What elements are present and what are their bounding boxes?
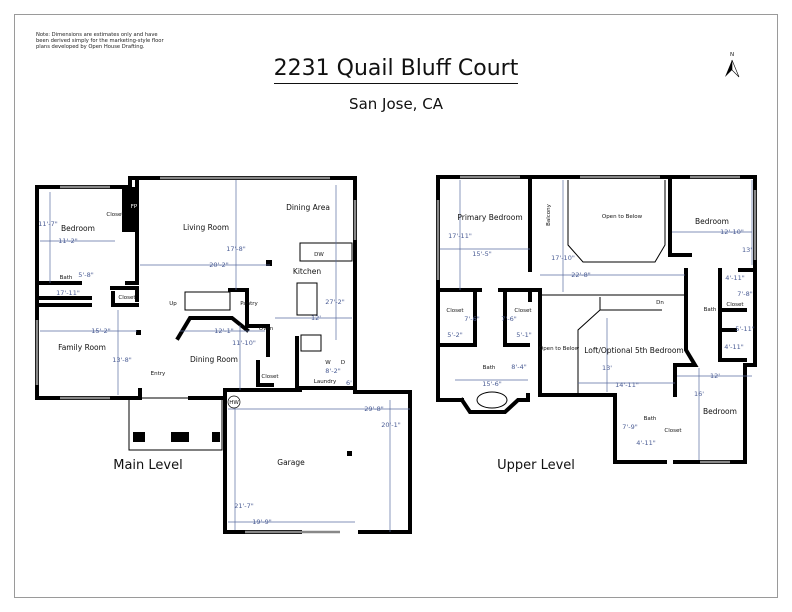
room-label: Dining Area: [286, 203, 330, 212]
dimension-label: 16': [694, 390, 704, 398]
dimension-label: 12': [710, 372, 720, 380]
dimension-label: 17'-11": [56, 289, 80, 297]
main-dimension-lines: [40, 180, 410, 532]
dimension-label: 15'-2": [91, 327, 111, 335]
compass-label: N: [730, 52, 734, 58]
dimension-label: 5'-11": [735, 325, 755, 333]
room-label: Bedroom: [695, 217, 729, 226]
room-label: Closet: [514, 308, 532, 314]
page-frame: [14, 14, 778, 598]
dimension-label: 15'-6": [482, 380, 502, 388]
property-title: 2231 Quail Bluff Court: [0, 56, 792, 84]
room-label: Closet: [106, 212, 124, 218]
stairs-up-label: Up: [169, 301, 177, 307]
dimension-label: 12'-10": [720, 228, 744, 236]
room-label: Bedroom: [703, 407, 737, 416]
oven-label: Oven: [259, 326, 274, 332]
dimension-label: 12': [311, 314, 321, 322]
property-address: 2231 Quail Bluff Court: [273, 56, 519, 84]
main-level-plan: Bedroom Closet FP Living Room Dining Are…: [35, 176, 412, 534]
room-label: Open to Below: [539, 346, 580, 352]
dimension-label: 4'-11": [724, 343, 744, 351]
dimension-label: 8'-2": [325, 367, 340, 375]
dimension-label: 15'-5": [472, 250, 492, 258]
dimension-label: 22'-8": [571, 271, 591, 279]
dimension-label: 13'-8": [112, 356, 132, 364]
stairs-down-label: Dn: [656, 300, 664, 306]
dimension-label: 19'-9": [252, 518, 272, 526]
dryer-label: D: [341, 360, 345, 366]
dimension-label: 11'-2": [58, 237, 78, 245]
dimension-label: 27'-2": [325, 298, 345, 306]
washer-label: W: [325, 360, 331, 366]
dimension-label: 7'-8": [737, 290, 752, 298]
water-heater-icon: HW: [227, 395, 241, 409]
room-label: Kitchen: [293, 267, 321, 276]
room-label: Garage: [277, 458, 305, 467]
dimension-label: 7'-6": [464, 315, 479, 323]
room-label: Dining Room: [190, 355, 238, 364]
upper-dimension-lines: [440, 180, 753, 460]
dimension-label: 7'-6": [501, 315, 516, 323]
dimension-label: 17'-8": [226, 245, 246, 253]
room-label: Loft/Optional 5th Bedroom: [584, 346, 683, 355]
dimension-label: 4'-11": [725, 274, 745, 282]
upper-level-plan: Primary Bedroom Balcony Open to Below Be…: [436, 175, 757, 473]
dimension-label: 5'-2": [447, 331, 462, 339]
dimension-label: 13': [602, 364, 612, 372]
dimension-label: 17'-10": [551, 254, 575, 262]
disclaimer-note: Note: Dimensions are estimates only and …: [36, 32, 164, 50]
water-heater-label: HW: [229, 400, 239, 406]
room-label: Laundry: [314, 379, 337, 385]
dimension-label: 13': [742, 246, 752, 254]
fireplace-label: FP: [131, 204, 138, 210]
room-label: Bedroom: [61, 224, 95, 233]
room-label: Closet: [446, 308, 464, 314]
room-label: Living Room: [183, 223, 229, 232]
room-label: Family Room: [58, 343, 106, 352]
dimension-label: 20'-1": [381, 421, 401, 429]
room-label: Closet: [118, 295, 136, 301]
room-label: Bath: [483, 365, 496, 371]
dimension-label: 17'-11": [448, 232, 472, 240]
dimension-label: 8'-4": [511, 363, 526, 371]
room-label: Pantry: [240, 301, 258, 307]
dimension-label: 11'-7": [38, 220, 58, 228]
room-label: Open to Below: [602, 214, 643, 220]
dimension-label: 11'-10": [232, 339, 256, 347]
room-label: Closet: [726, 302, 744, 308]
room-label: Entry: [151, 371, 166, 377]
dimension-label: 7'-9": [622, 423, 637, 431]
north-arrow-icon: N: [725, 52, 740, 78]
room-label: Bath: [60, 275, 73, 281]
room-label: Primary Bedroom: [457, 213, 522, 222]
dimension-label: 5'-8": [78, 271, 93, 279]
room-label: Bath: [644, 416, 657, 422]
dimension-label: 5'-1": [516, 331, 531, 339]
dimension-label: 29'-8": [364, 405, 384, 413]
main-level-label: Main Level: [113, 458, 182, 473]
dimension-label: 20'-2": [209, 261, 229, 269]
room-label: Closet: [664, 428, 682, 434]
dimension-label: 6': [346, 379, 352, 387]
dimension-label: 12'-1": [214, 327, 234, 335]
room-label: Bath: [704, 307, 717, 313]
upper-level-label: Upper Level: [497, 458, 575, 473]
dimension-label: 4'-11": [636, 439, 656, 447]
dimension-label: 14'-11": [615, 381, 639, 389]
room-label: Balcony: [546, 203, 552, 226]
property-city: San Jose, CA: [349, 95, 443, 113]
dimension-label: 21'-7": [234, 502, 254, 510]
dishwasher-label: DW: [314, 252, 324, 258]
room-label: Closet: [261, 374, 279, 380]
